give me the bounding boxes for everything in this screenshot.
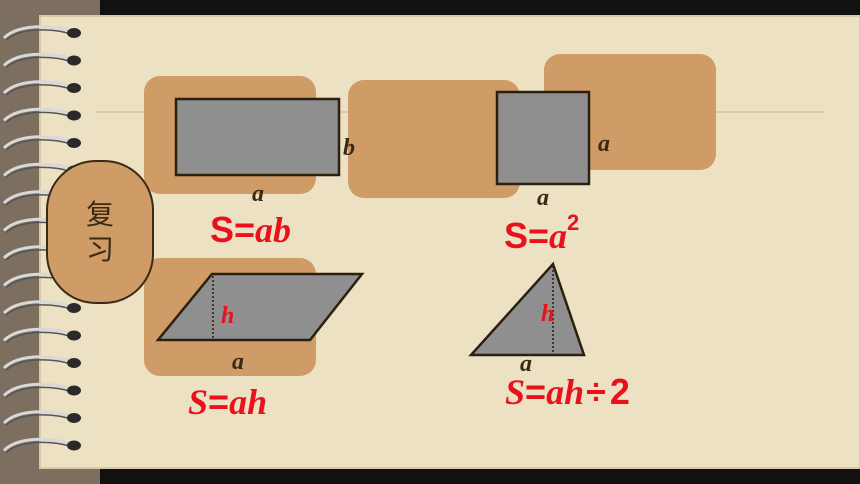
square-formula-var: a bbox=[549, 216, 568, 256]
parallelogram-area-formula: S=ah bbox=[188, 381, 268, 422]
rectangle-shape bbox=[174, 97, 341, 177]
parallelogram-formula-s: S bbox=[188, 382, 209, 422]
review-badge-char-2: 习 bbox=[85, 233, 114, 266]
spiral-ring bbox=[2, 355, 73, 370]
triangle-height-label: h bbox=[541, 301, 555, 327]
binding-hole bbox=[67, 440, 81, 451]
spiral-ring-shadow bbox=[5, 29, 71, 41]
parallelogram-formula-var: ah bbox=[229, 382, 268, 422]
spiral-ring bbox=[2, 327, 73, 342]
panel-middle bbox=[348, 80, 520, 198]
triangle-formula-two: 2 bbox=[609, 371, 630, 412]
rectangle-formula-var: ab bbox=[255, 210, 292, 250]
triangle-formula-var: ah bbox=[546, 372, 585, 412]
parallelogram-formula-eq: = bbox=[208, 381, 230, 422]
spiral-ring-shadow bbox=[5, 56, 71, 69]
spiral-ring bbox=[2, 410, 73, 425]
spiral-ring bbox=[2, 107, 73, 122]
triangle-area-formula: S=ah÷2 bbox=[505, 371, 630, 412]
review-badge-char-1: 复 bbox=[85, 198, 114, 231]
square-side-right-label: a bbox=[598, 131, 610, 157]
triangle-base-label: a bbox=[520, 351, 532, 377]
triangle-formula-divide: ÷ bbox=[586, 371, 606, 412]
binding-hole bbox=[67, 110, 81, 121]
square-formula-exponent: 2 bbox=[567, 210, 580, 235]
spiral-ring-shadow bbox=[5, 414, 71, 426]
parallelogram-height-label: h bbox=[221, 303, 235, 329]
spiral-ring-shadow bbox=[5, 304, 71, 316]
binding-hole bbox=[67, 83, 81, 93]
binding-hole bbox=[67, 55, 81, 66]
rectangle-side-a-label: a bbox=[252, 181, 264, 207]
spiral-ring-shadow bbox=[5, 111, 71, 124]
review-badge: 复 习 bbox=[46, 160, 154, 304]
square-area-formula: S=a2 bbox=[504, 212, 579, 256]
spiral-ring bbox=[2, 80, 73, 95]
square-shape bbox=[495, 90, 591, 186]
spiral-ring-shadow bbox=[5, 84, 71, 96]
spiral-ring-shadow bbox=[5, 359, 71, 371]
triangle-formula-s: S bbox=[505, 372, 526, 412]
spiral-ring bbox=[2, 25, 73, 40]
spiral-ring-shadow bbox=[5, 139, 71, 151]
binding-hole bbox=[67, 303, 81, 313]
parallelogram-base-label: a bbox=[232, 349, 244, 375]
rectangle-side-b-label: b bbox=[343, 135, 355, 161]
binding-hole bbox=[67, 358, 81, 368]
square-formula-s: S= bbox=[504, 215, 550, 256]
paper-border bbox=[39, 15, 860, 469]
spiral-ring-shadow bbox=[5, 331, 71, 344]
spiral-ring bbox=[2, 382, 73, 397]
spiral-ring-shadow bbox=[5, 386, 71, 399]
parallelogram-shape bbox=[155, 272, 365, 342]
rectangle-formula-s: S= bbox=[210, 209, 256, 250]
spiral-ring bbox=[2, 300, 73, 315]
triangle-shape bbox=[468, 261, 586, 357]
binding-hole bbox=[67, 413, 81, 423]
binding-hole bbox=[67, 138, 81, 148]
spiral-ring-shadow bbox=[5, 441, 71, 454]
binding-hole bbox=[67, 28, 81, 38]
rectangle-area-formula: S=ab bbox=[210, 209, 292, 250]
spiral-ring bbox=[2, 52, 73, 67]
triangle-formula-eq: = bbox=[525, 371, 547, 412]
binding-hole bbox=[67, 330, 81, 341]
spiral-ring bbox=[2, 135, 73, 150]
square-side-bottom-label: a bbox=[537, 185, 549, 211]
spiral-ring bbox=[2, 437, 73, 452]
binding-hole bbox=[67, 385, 81, 396]
